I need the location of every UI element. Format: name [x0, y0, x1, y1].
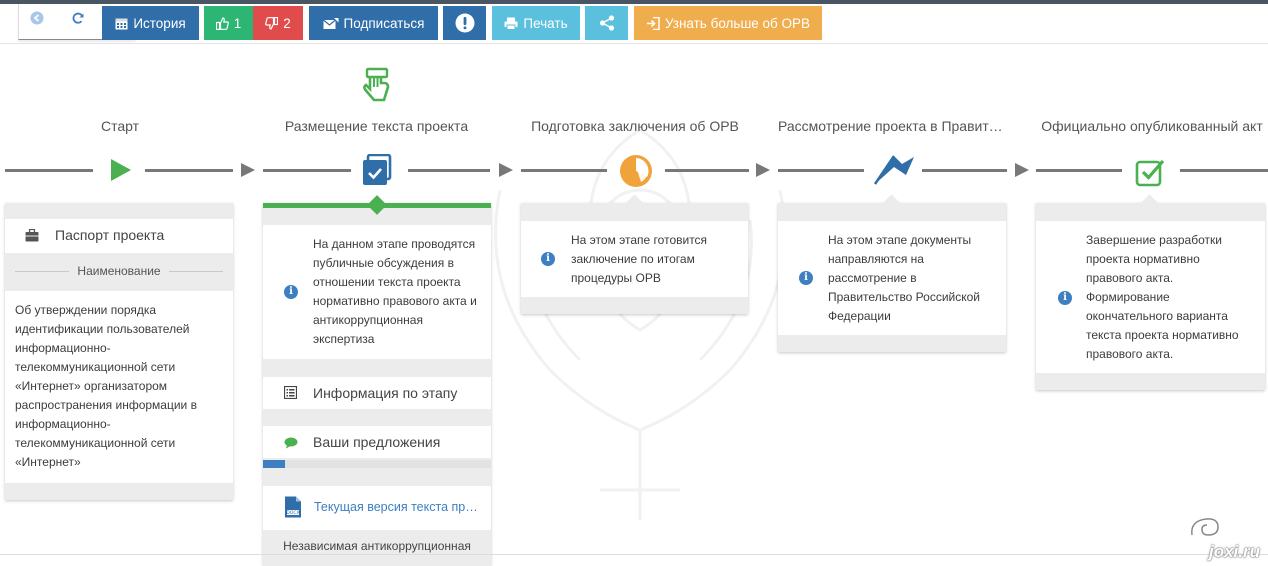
printer-icon [504, 17, 518, 30]
anticorruption-label: Независимая антикоррупционная [283, 539, 471, 553]
timeline-line [408, 169, 490, 172]
current-version-link[interactable]: DOCX Текущая версия текста прое… [263, 486, 491, 530]
doc-file-icon: DOCX [284, 496, 302, 523]
subscribe-button[interactable]: Подписаться [309, 6, 438, 40]
print-label: Печать [523, 15, 568, 31]
published-info-box: i Завершение разработки проекта норматив… [1036, 221, 1265, 373]
timeline-line [145, 169, 233, 172]
history-button[interactable]: История [102, 6, 199, 40]
timeline-line [665, 169, 749, 172]
timeline-arrow [499, 163, 513, 177]
stage-pointer [882, 194, 901, 213]
thumbs-up-icon [215, 16, 229, 30]
passport-name-box: Об утверждении порядка идентификации пол… [5, 291, 233, 483]
proposals-label: Ваши предложения [313, 434, 441, 450]
alert-button[interactable] [443, 6, 486, 40]
history-label: История [133, 15, 186, 31]
dislikes-count: 2 [283, 15, 291, 31]
stage-title-start[interactable]: Старт [100, 118, 140, 134]
conclusion-info-text: На этом этапе готовится заключение по ит… [571, 233, 708, 285]
toolbar-tab [18, 4, 136, 40]
stage-title-placement[interactable]: Размещение текста проекта [284, 118, 469, 134]
stage-title-published[interactable]: Официально опубликованный акт [1041, 118, 1263, 134]
stage-info-link[interactable]: Информация по этапу [263, 377, 491, 409]
name-section-label: Наименование [77, 264, 161, 278]
list-icon [283, 385, 298, 404]
info-icon: i [284, 285, 298, 299]
timeline-line [1036, 169, 1122, 172]
svg-text:DOCX: DOCX [286, 510, 299, 516]
play-icon[interactable] [105, 156, 135, 184]
timeline-arrow [241, 163, 255, 177]
passport-card: Паспорт проекта Наименование Об утвержде… [5, 203, 233, 500]
info-icon: i [1058, 291, 1072, 305]
timeline-line [521, 169, 607, 172]
share-icon [599, 15, 614, 31]
exclamation-icon [455, 13, 474, 33]
proposals-progress [263, 460, 491, 468]
info-icon: i [541, 252, 555, 266]
top-border [0, 0, 1268, 4]
stage-title-government[interactable]: Рассмотрение проекта в Правите… [778, 118, 1010, 134]
share-button[interactable] [585, 6, 628, 40]
comment-icon [284, 436, 298, 454]
conclusion-info-box: i На этом этапе готовится заключение по … [521, 221, 748, 297]
timeline-arrow [1015, 163, 1029, 177]
active-stage-pointer [367, 195, 387, 215]
likes-count: 1 [233, 15, 242, 31]
project-name-text: Об утверждении порядка идентификации пол… [15, 303, 197, 469]
stage-title-conclusion[interactable]: Подготовка заключения об ОРВ [531, 118, 739, 134]
stage-conclusion-card: i На этом этапе готовится заключение по … [521, 194, 748, 314]
learn-more-label: Узнать больше об ОРВ [664, 15, 811, 31]
bottom-border [0, 554, 1268, 555]
envelope-icon [322, 17, 339, 29]
info-icon: i [799, 271, 813, 285]
sign-in-icon [646, 16, 660, 30]
calendar-icon [115, 18, 128, 29]
joxi-watermark: joxi.ru [1208, 542, 1260, 561]
stage-published-card: i Завершение разработки проекта норматив… [1036, 194, 1265, 390]
stage-placement-card: i На данном этапе проводятся публичные о… [263, 195, 491, 566]
like-button[interactable]: 1 [204, 6, 253, 40]
timeline-line [263, 169, 351, 172]
toolbar: История 1 2 Подписаться Печать Узнать бо… [0, 4, 1268, 44]
back-icon[interactable] [30, 11, 44, 28]
placement-info-text: На данном этапе проводятся публичные обс… [313, 237, 477, 346]
stage-info-label: Информация по этапу [313, 385, 458, 401]
current-version-label: Текущая версия текста прое… [314, 500, 484, 514]
subscribe-label: Подписаться [343, 15, 425, 31]
hand-pointer-icon [360, 66, 394, 108]
thumbs-down-icon [265, 16, 279, 30]
published-info-text: Завершение разработки проекта нормативно… [1086, 233, 1239, 361]
timeline-line [778, 169, 864, 172]
learn-more-button[interactable]: Узнать больше об ОРВ [634, 6, 822, 40]
timeline-line [922, 169, 1007, 172]
paper-plane-icon[interactable] [874, 150, 916, 186]
print-button[interactable]: Печать [492, 6, 580, 40]
placement-info-box: i На данном этапе проводятся публичные о… [263, 225, 491, 359]
timeline-line [1180, 169, 1268, 172]
timeline-line [5, 169, 93, 172]
dislike-button[interactable]: 2 [253, 6, 303, 40]
proposals-link[interactable]: Ваши предложения [263, 426, 491, 458]
refresh-icon[interactable] [71, 11, 85, 28]
government-info-box: i На этом этапе документы направляются н… [778, 221, 1006, 335]
briefcase-icon [25, 228, 39, 247]
stage-pointer [1140, 194, 1159, 213]
stage-government-card: i На этом этапе документы направляются н… [778, 194, 1006, 352]
government-info-text: На этом этапе документы направляются на … [828, 233, 981, 323]
proposals-progress-fill [263, 460, 285, 468]
joxi-logo-icon [1188, 515, 1228, 546]
timeline-arrow [756, 163, 770, 177]
document-check-icon[interactable] [360, 153, 394, 187]
passport-header[interactable]: Паспорт проекта [5, 219, 233, 253]
pie-chart-icon[interactable] [618, 153, 654, 189]
check-square-icon[interactable] [1134, 156, 1166, 188]
name-section-divider: Наименование [15, 264, 223, 278]
passport-title: Паспорт проекта [55, 227, 165, 243]
